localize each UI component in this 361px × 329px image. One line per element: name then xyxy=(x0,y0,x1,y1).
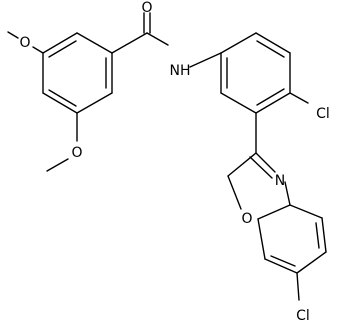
bond xyxy=(42,32,78,54)
bond xyxy=(76,92,113,114)
bond xyxy=(76,32,113,54)
bond xyxy=(289,204,323,219)
bond xyxy=(255,92,291,114)
bond xyxy=(256,88,285,106)
bond xyxy=(321,217,327,253)
bond xyxy=(189,52,222,68)
chlorine-top-label: Cl xyxy=(316,106,330,122)
bond xyxy=(296,272,300,301)
chlorine-bottom-label: Cl xyxy=(296,308,310,324)
amide-nh-label: NH xyxy=(170,63,191,79)
atom-labels: O O O NH Cl N O Cl xyxy=(19,0,329,324)
bond xyxy=(264,258,298,274)
bond xyxy=(284,181,291,206)
bond xyxy=(296,251,327,274)
bond-lines xyxy=(7,12,327,301)
bond xyxy=(146,32,169,46)
bond xyxy=(255,32,291,54)
bond xyxy=(257,204,291,220)
bond xyxy=(255,152,276,173)
bond xyxy=(111,32,148,54)
bond xyxy=(46,158,69,172)
bond xyxy=(42,92,78,114)
bond xyxy=(48,89,77,107)
bond xyxy=(220,92,257,114)
bond xyxy=(289,92,309,104)
methoxy-oxygen-bottom-label: O xyxy=(71,145,82,161)
bond xyxy=(256,40,285,58)
bond xyxy=(227,152,257,177)
bond xyxy=(249,156,273,179)
oxazole-nitrogen-label: N xyxy=(275,173,285,189)
bond xyxy=(315,222,320,249)
oxazole-oxygen-label: O xyxy=(241,211,252,227)
carbonyl-oxygen-label: O xyxy=(141,0,152,16)
bond xyxy=(7,31,19,39)
bond xyxy=(220,32,257,54)
bond xyxy=(48,40,77,58)
bond xyxy=(227,175,242,210)
methoxy-oxygen-top-label: O xyxy=(19,35,30,51)
bond xyxy=(257,218,266,260)
bond xyxy=(32,46,44,54)
bond xyxy=(270,255,296,267)
